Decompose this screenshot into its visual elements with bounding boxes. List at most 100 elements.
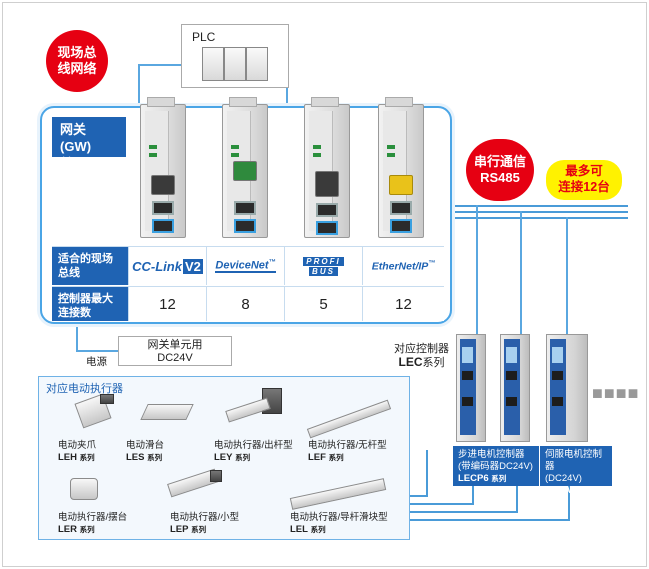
count-devicenet: 8 — [206, 287, 284, 321]
rotary-table-icon — [70, 478, 98, 500]
power-caption: 电源 — [86, 356, 107, 368]
cclink-name: CC-Link — [132, 258, 182, 274]
count-cclink-value: 12 — [159, 295, 176, 313]
count-cclink: 12 — [128, 287, 206, 321]
mini-motor-icon — [210, 470, 222, 482]
actuator-ler: 电动执行器/摆台 LER 系列 — [58, 512, 127, 536]
servo-label-suffix: 系列 — [578, 486, 594, 495]
drop-line-3 — [566, 217, 568, 335]
drop-line-2 — [520, 211, 522, 335]
stepper-label-line1: 步进电机控制器 — [458, 449, 525, 460]
table-line — [52, 246, 444, 247]
power-label-line2: DC24V — [157, 352, 193, 364]
servo-label-model: LECA6 — [545, 485, 577, 496]
gw-module-devicenet — [222, 97, 268, 238]
stepper-controller-1 — [456, 334, 486, 442]
row-header-fieldbus: 适合的现场总线 — [52, 247, 128, 285]
gw-module-cclink — [140, 97, 186, 238]
cable-a — [410, 495, 428, 497]
cable-d — [410, 519, 570, 521]
actuator-ley-suffix: 系列 — [235, 453, 251, 462]
power-label-line1: 网关单元用 — [147, 339, 203, 351]
gateway-tag: 网关 (GW) 单元 — [52, 117, 126, 171]
max-connect-bubble: 最多可 连接12台 — [546, 160, 622, 200]
drop-line-1 — [476, 205, 478, 335]
actuator-ler-name: 电动执行器/摆台 — [58, 512, 128, 523]
ethernetip-suffix: ™ — [428, 259, 436, 267]
cable-d-v — [568, 484, 570, 521]
actuator-les-suffix: 系列 — [147, 453, 163, 462]
plc-module — [202, 47, 224, 81]
actuator-leh-suffix: 系列 — [79, 453, 95, 462]
count-profibus: 5 — [284, 287, 362, 321]
profibus-suffix: BUS — [309, 266, 338, 276]
rs485-line-1 — [452, 205, 628, 207]
plc-box: PLC — [181, 24, 289, 88]
servo-label-line1: 伺服电机控制器 — [545, 449, 603, 472]
lec-caption-line1: 对应控制器 — [394, 343, 449, 355]
cable-b-v — [472, 484, 474, 505]
slide-table-icon — [140, 404, 194, 420]
cable-c-v — [516, 484, 518, 513]
stepper-label: 步进电机控制器 (带编码器DC24V) LECP6 系列 — [453, 446, 539, 486]
devicenet-suffix: ™ — [268, 258, 276, 266]
stepper-label-suffix: 系列 — [491, 474, 507, 483]
count-profibus-value: 5 — [319, 295, 328, 313]
power-box: 网关单元用 DC24V — [118, 336, 232, 366]
actuator-lep: 电动执行器/小型 LEP 系列 — [170, 512, 239, 536]
row-header-fieldbus-text: 适合的现场总线 — [58, 253, 113, 279]
row-header-count: 控制器最大连接数 — [52, 287, 128, 321]
gw-module-profibus — [304, 97, 350, 238]
cable-c — [410, 511, 518, 513]
stepper-label-model: LECP6 — [458, 473, 489, 484]
actuator-leh-model: LEH — [58, 452, 77, 463]
lec-caption-model: LEC — [398, 355, 423, 369]
fieldbus-line-v — [138, 64, 140, 108]
stepper-controller-2 — [500, 334, 530, 442]
count-ethernetip: 12 — [362, 287, 444, 321]
actuator-lep-suffix: 系列 — [191, 525, 207, 534]
plc-label: PLC — [192, 30, 216, 44]
actuator-ley-name: 电动执行器/出杆型 — [214, 440, 293, 451]
actuator-leh: 电动夹爪 LEH 系列 — [58, 440, 96, 464]
gateway-tag-line1: 网关 (GW) — [60, 122, 92, 154]
cable-b — [410, 503, 474, 505]
fieldbus-bubble-text: 现场总 线网络 — [57, 44, 97, 76]
lec-caption: 对应控制器 LEC系列 — [394, 343, 449, 370]
actuators-title: 对应电动执行器 — [46, 383, 123, 395]
rs485-line-2 — [452, 211, 628, 213]
power-line-h — [76, 350, 120, 352]
stepper-label-line2: (带编码器DC24V) — [458, 461, 533, 472]
actuator-lef-model: LEF — [308, 452, 326, 463]
plc-module — [246, 47, 268, 81]
fieldbus-logo-devicenet: DeviceNet™ — [206, 247, 284, 285]
actuator-ler-suffix: 系列 — [79, 525, 95, 534]
profibus-name: PROFI — [303, 256, 344, 266]
actuator-lef-suffix: 系列 — [328, 453, 344, 462]
table-line — [52, 286, 444, 287]
rs485-line-3 — [452, 217, 628, 219]
cclink-suffix: V2 — [182, 258, 203, 274]
actuator-les-name: 电动滑台 — [126, 440, 165, 451]
actuator-lel-suffix: 系列 — [310, 525, 326, 534]
actuator-lel: 电动执行器/导杆滑块型 LEL 系列 — [290, 512, 388, 536]
count-devicenet-value: 8 — [241, 295, 250, 313]
gw-module-ethernetip — [378, 97, 424, 238]
actuator-lel-model: LEL — [290, 524, 308, 535]
serial-bubble: 串行通信 RS485 — [466, 139, 534, 201]
gateway-tag-line2: 单元 — [60, 156, 87, 171]
fieldbus-bubble: 现场总 线网络 — [46, 30, 108, 92]
actuator-les-model: LES — [126, 452, 145, 463]
max-connect-text: 最多可 连接12台 — [558, 164, 610, 194]
serial-bubble-text: 串行通信 RS485 — [473, 153, 526, 185]
lec-caption-suffix: 系列 — [422, 357, 445, 369]
power-line-v — [76, 322, 78, 352]
gripper-jaw-icon — [100, 394, 114, 404]
actuator-lef-name: 电动执行器/无杆型 — [308, 440, 387, 451]
actuator-lel-name: 电动执行器/导杆滑块型 — [290, 512, 388, 523]
actuator-ley: 电动执行器/出杆型 LEY 系列 — [214, 440, 293, 464]
actuator-leh-name: 电动夹爪 — [58, 440, 97, 451]
actuator-lep-model: LEP — [170, 524, 189, 535]
